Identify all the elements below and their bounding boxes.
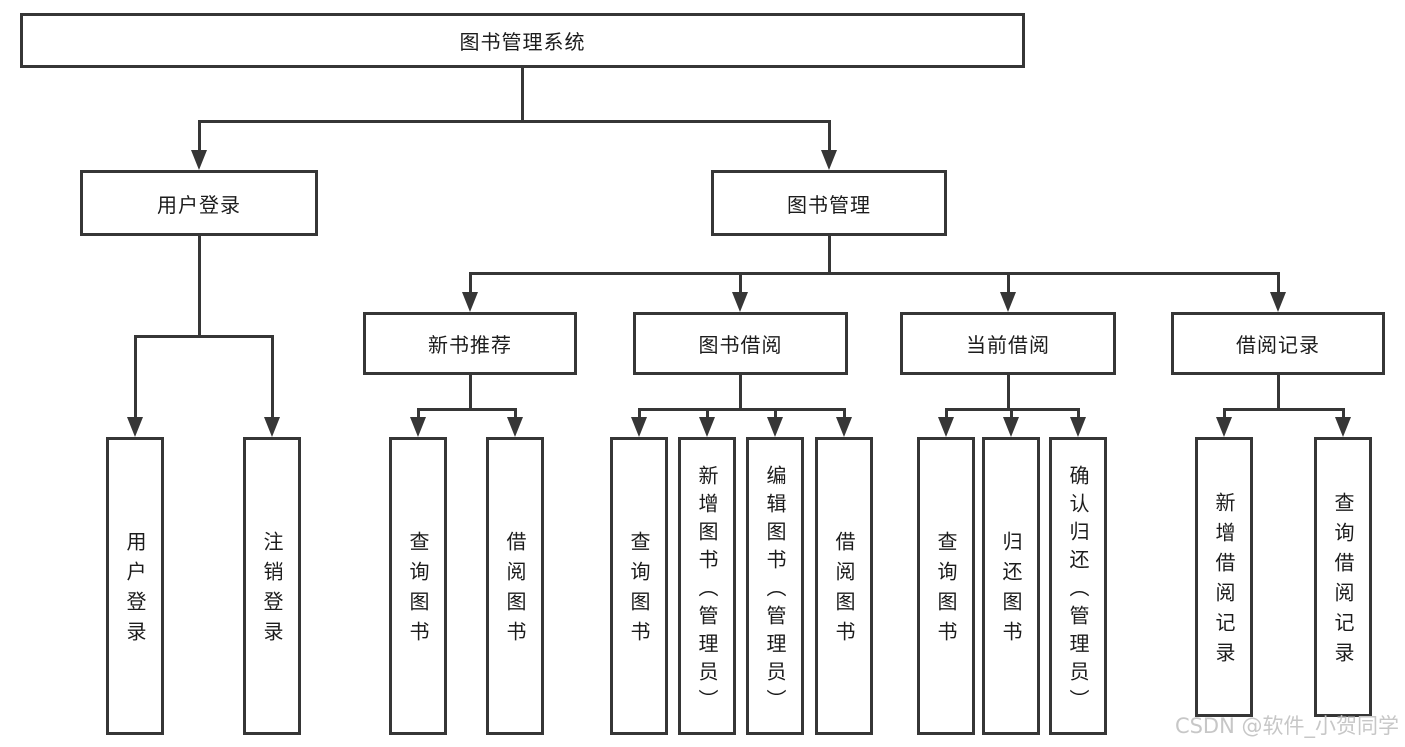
arrowhead — [821, 150, 837, 170]
arrowhead — [1003, 417, 1019, 437]
edge-to-book-management — [828, 120, 831, 153]
node-book-management: 图书管理 — [711, 170, 947, 236]
edge-to-book-borrow — [739, 272, 742, 295]
node-leaf-bb-query-book: 查询图书 — [610, 437, 668, 735]
edge-book-management-branch — [469, 272, 1280, 275]
node-leaf-br-query-record: 查询借阅记录 — [1314, 437, 1372, 717]
edge-borrow-records-drop — [1277, 375, 1280, 409]
node-root: 图书管理系统 — [20, 13, 1025, 68]
edge-to-cb-confirm — [1077, 408, 1080, 420]
node-leaf-bb-borrow-book: 借阅图书 — [815, 437, 873, 735]
arrowhead — [1216, 417, 1232, 437]
edge-to-rec-query — [417, 408, 420, 420]
edge-to-new-book-recommend — [469, 272, 472, 295]
arrowhead — [732, 292, 748, 312]
edge-book-borrow-branch — [638, 408, 846, 411]
arrowhead — [1335, 417, 1351, 437]
node-new-book-recommend: 新书推荐 — [363, 312, 577, 375]
watermark-text: CSDN @软件_小贺同学 — [1174, 714, 1399, 738]
arrowhead — [507, 417, 523, 437]
edge-to-borrow-records — [1277, 272, 1280, 295]
arrowhead — [699, 417, 715, 437]
arrowhead — [191, 150, 207, 170]
arrowhead — [410, 417, 426, 437]
node-leaf-cb-confirm-return: 确认归还（管理员） — [1049, 437, 1107, 735]
edge-recommend-branch — [417, 408, 517, 411]
edge-to-br-add — [1223, 408, 1226, 420]
node-user-login: 用户登录 — [80, 170, 318, 236]
edge-book-management-drop — [828, 236, 831, 273]
edge-to-user-login — [198, 120, 201, 153]
edge-to-cb-return — [1010, 408, 1013, 420]
arrowhead — [1270, 292, 1286, 312]
node-leaf-user-login: 用户登录 — [106, 437, 164, 735]
edge-root-drop — [521, 68, 524, 120]
edge-to-leaf-user-login — [134, 335, 137, 420]
node-borrow-records: 借阅记录 — [1171, 312, 1385, 375]
arrowhead — [767, 417, 783, 437]
arrowhead — [264, 417, 280, 437]
arrowhead — [462, 292, 478, 312]
edge-to-leaf-logout — [271, 335, 274, 420]
edge-to-bb-edit — [774, 408, 777, 420]
arrowhead — [127, 417, 143, 437]
edge-to-bb-add — [706, 408, 709, 420]
edge-user-login-branch — [134, 335, 274, 338]
node-book-borrow: 图书借阅 — [633, 312, 848, 375]
edge-current-borrow-drop — [1007, 375, 1010, 409]
edge-user-login-drop — [198, 236, 201, 336]
arrowhead — [631, 417, 647, 437]
node-leaf-rec-query-book: 查询图书 — [389, 437, 447, 735]
node-leaf-cb-query-book: 查询图书 — [917, 437, 975, 735]
edge-borrow-records-branch — [1223, 408, 1344, 411]
node-leaf-logout: 注销登录 — [243, 437, 301, 735]
edge-to-bb-borrow — [843, 408, 846, 420]
edge-recommend-drop — [469, 375, 472, 409]
node-leaf-cb-return-book: 归还图书 — [982, 437, 1040, 735]
arrowhead — [938, 417, 954, 437]
edge-root-branch — [198, 120, 830, 123]
arrowhead — [1000, 292, 1016, 312]
arrowhead — [836, 417, 852, 437]
edge-to-rec-borrow — [514, 408, 517, 420]
edge-to-current-borrow — [1007, 272, 1010, 295]
node-current-borrow: 当前借阅 — [900, 312, 1116, 375]
node-leaf-rec-borrow-book: 借阅图书 — [486, 437, 544, 735]
edge-to-bb-query — [638, 408, 641, 420]
edge-to-br-query — [1342, 408, 1345, 420]
edge-to-cb-query — [945, 408, 948, 420]
edge-book-borrow-drop — [739, 375, 742, 409]
node-leaf-bb-add-book: 新增图书（管理员） — [678, 437, 736, 735]
node-leaf-br-add-record: 新增借阅记录 — [1195, 437, 1253, 717]
node-leaf-bb-edit-book: 编辑图书（管理员） — [746, 437, 804, 735]
arrowhead — [1070, 417, 1086, 437]
